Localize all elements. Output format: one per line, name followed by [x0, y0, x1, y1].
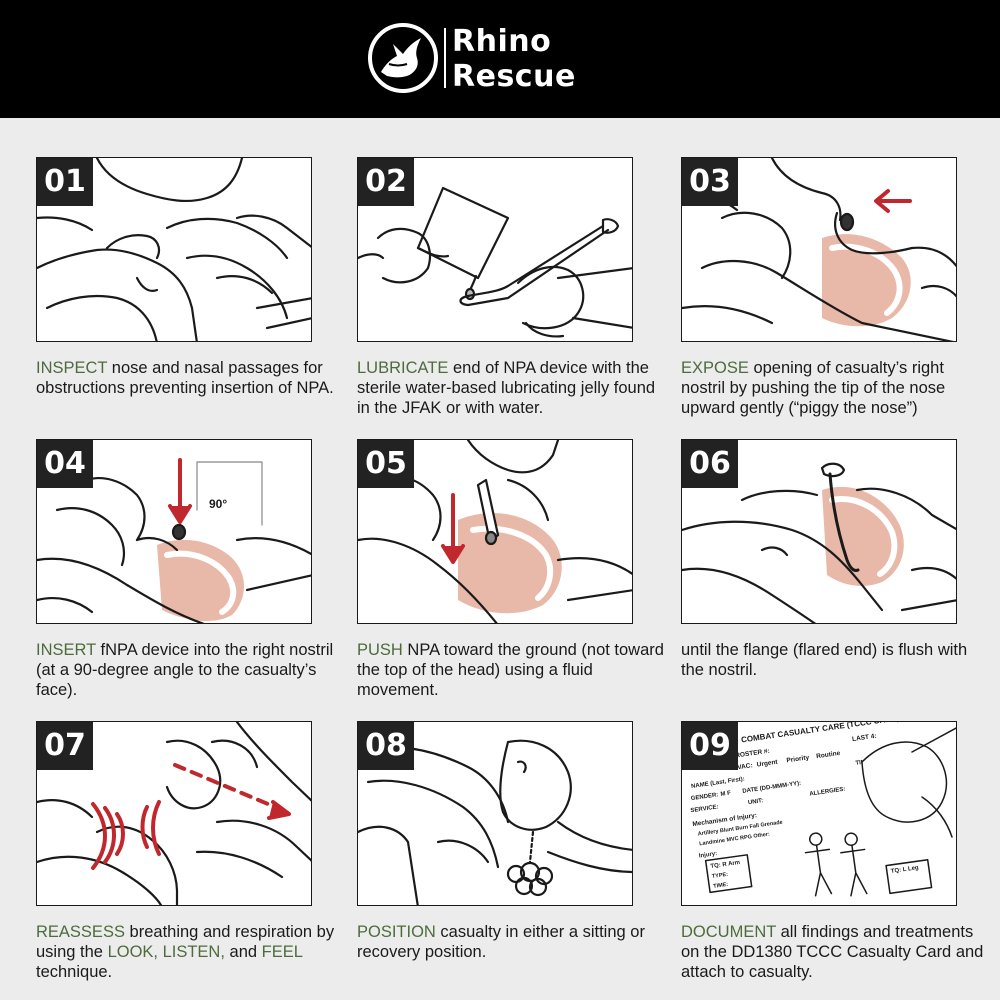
step-number-badge: 08: [358, 722, 414, 770]
step-keyword: PUSH: [357, 641, 403, 659]
step-keyword: EXPOSE: [681, 359, 749, 377]
step-text: opening of casualty’s right nostril by p…: [681, 359, 946, 417]
step-number-badge: 06: [682, 440, 738, 488]
step-02-illustration: 02: [357, 157, 633, 342]
card-mf: M F: [720, 790, 731, 797]
step-text: fNPA device into the right nostril (at a…: [36, 641, 334, 699]
step-number-badge: 04: [37, 440, 93, 488]
insert-npa-illustration: 90°: [37, 458, 311, 623]
step-keyword: LUBRICATE: [357, 359, 449, 377]
step-text: nose and nasal passages for obstructions…: [36, 359, 334, 397]
card-gender: GENDER:: [691, 792, 719, 802]
card-roster: ROSTER #:: [735, 748, 770, 760]
step-08-illustration: 08: [357, 721, 633, 906]
card-last4: LAST 4:: [852, 733, 877, 743]
card-injury: Injury:: [699, 851, 718, 859]
step-text: casualty in either a sitting or recovery…: [357, 923, 645, 961]
step-number-badge: 07: [37, 722, 93, 770]
step-06-caption: until the flange (flared end) is flush w…: [681, 640, 991, 680]
step-07-caption: REASSESS breathing and respiration by us…: [36, 922, 346, 982]
card-allergies: ALLERGIES:: [809, 787, 846, 798]
step-09-caption: DOCUMENT all findings and treatments on …: [681, 922, 991, 982]
card-evac: EVAC:: [733, 762, 754, 772]
step-text: end of NPA device with the sterile water…: [357, 359, 656, 417]
step-number-badge: 03: [682, 158, 738, 206]
step-04-illustration: 04 90°: [36, 439, 312, 624]
card-type: TYPE:: [712, 872, 729, 880]
step-01-caption: INSPECT nose and nasal passages for obst…: [36, 358, 346, 398]
rhino-head-icon: [368, 23, 438, 93]
brand-name-line2: Rescue: [452, 59, 576, 94]
lubricate-npa-illustration: [358, 186, 632, 338]
angle-label: 90°: [209, 497, 227, 511]
step-08-caption: POSITION casualty in either a sitting or…: [357, 922, 667, 962]
step-text: and: [224, 943, 262, 961]
card-priority: Priority: [786, 754, 810, 764]
look-listen-feel-illustration: [37, 722, 311, 905]
step-02-caption: LUBRICATE end of NPA device with the ste…: [357, 358, 667, 418]
card-tq-l: TQ: L Leg: [891, 865, 920, 875]
step-05-caption: PUSH NPA toward the ground (not toward t…: [357, 640, 667, 700]
step-09-illustration: 09 COMBAT CASUALTY CARE (TCCC CARD) ROST…: [681, 721, 957, 906]
step-04-caption: INSERT fNPA device into the right nostri…: [36, 640, 346, 700]
step-keyword: INSERT: [36, 641, 96, 659]
tccc-card-illustration: COMBAT CASUALTY CARE (TCCC CARD) ROSTER …: [682, 722, 956, 905]
step-keyword-look-listen: LOOK, LISTEN,: [107, 943, 225, 961]
step-text: technique.: [36, 963, 113, 981]
card-urgent: Urgent: [756, 759, 779, 769]
step-03-illustration: 03: [681, 157, 957, 342]
flange-flush-illustration: [682, 462, 956, 623]
step-05-illustration: 05: [357, 439, 633, 624]
step-keyword: DOCUMENT: [681, 923, 777, 941]
logo-divider: [444, 28, 446, 88]
step-keyword: INSPECT: [36, 359, 108, 377]
header-bar: Rhino Rescue: [0, 0, 1000, 118]
inspect-nose-illustration: [37, 158, 311, 341]
step-number-badge: 02: [358, 158, 414, 206]
expose-nostril-illustration: [682, 158, 956, 341]
step-number-badge: 05: [358, 440, 414, 488]
step-text: until the flange (flared end) is flush w…: [681, 641, 968, 679]
step-text: NPA toward the ground (not toward the to…: [357, 641, 664, 699]
step-07-illustration: 07: [36, 721, 312, 906]
card-time2: TIME:: [713, 882, 729, 890]
card-service: SERVICE:: [690, 804, 719, 814]
step-number-badge: 09: [682, 722, 738, 770]
card-tq-r: TQ: R Arm: [710, 860, 740, 870]
step-keyword-feel: FEEL: [261, 943, 303, 961]
card-unit: UNIT:: [748, 798, 764, 806]
step-text: breathing and respiration by using the: [36, 923, 335, 961]
step-01-illustration: 01: [36, 157, 312, 342]
step-keyword: REASSESS: [36, 923, 125, 941]
step-text: all findings and treatments on the DD138…: [681, 923, 984, 981]
brand-name-line1: Rhino: [452, 24, 552, 59]
step-number-badge: 01: [37, 158, 93, 206]
step-03-caption: EXPOSE opening of casualty’s right nostr…: [681, 358, 991, 418]
card-routine: Routine: [816, 750, 841, 760]
step-06-illustration: 06: [681, 439, 957, 624]
step-keyword: POSITION: [357, 923, 436, 941]
